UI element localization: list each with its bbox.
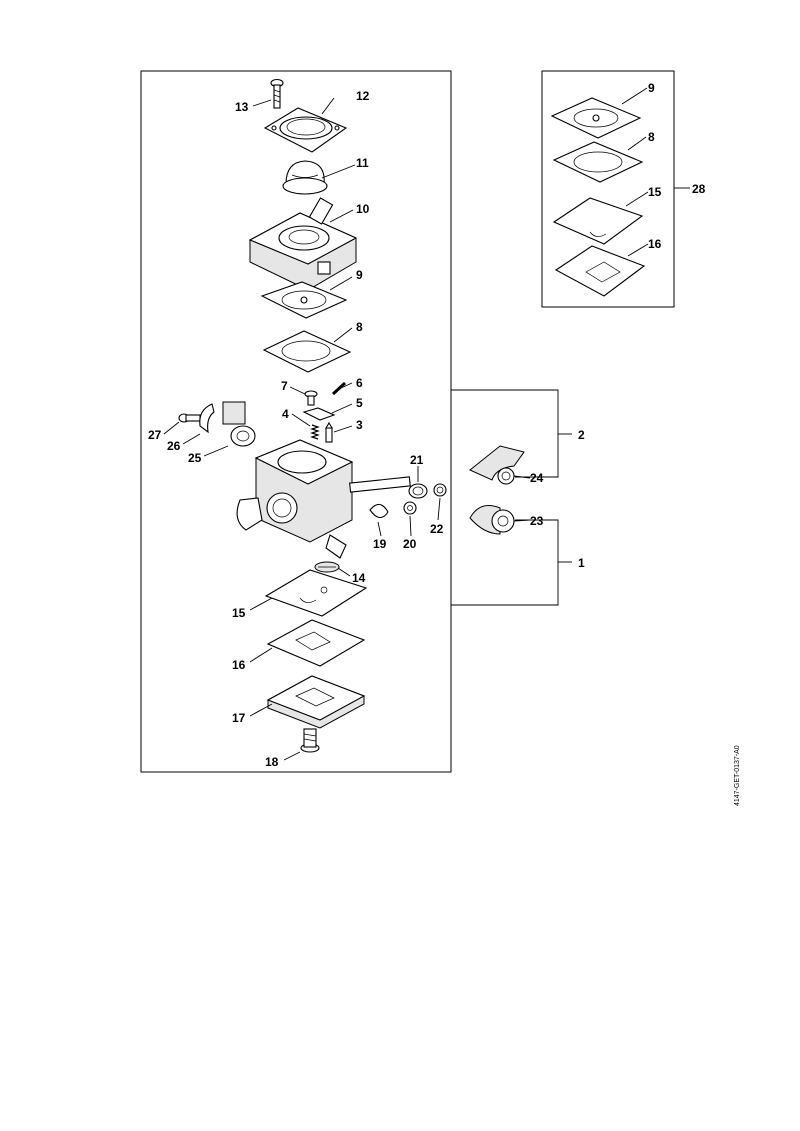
- gasket-8: [262, 330, 352, 373]
- kit-diaphragm-9: [550, 97, 642, 139]
- callout-23: 23: [530, 514, 544, 528]
- callout-17: 17: [232, 711, 246, 725]
- ring-22: [433, 483, 447, 497]
- screw-18: [300, 728, 320, 753]
- nut-20: [403, 501, 417, 515]
- diaphragm-9: [260, 281, 348, 319]
- primer-bulb-11: [282, 160, 328, 195]
- kit-diaphragm-16: [554, 245, 646, 297]
- callout-26: 26: [167, 439, 181, 453]
- carburetor-body: [236, 439, 411, 559]
- callout-1: 1: [578, 556, 585, 570]
- callout-2: 2: [578, 428, 585, 442]
- callout-27: 27: [148, 428, 162, 442]
- callout-4: 4: [282, 407, 289, 421]
- screw-13: [270, 78, 284, 109]
- bracket-1: [451, 519, 559, 606]
- lever-24: [469, 445, 525, 485]
- callout-16: 16: [232, 658, 246, 672]
- callout-10: 10: [356, 202, 370, 216]
- pump-housing-10: [248, 197, 358, 291]
- cover-17: [266, 675, 366, 729]
- repair-kit-frame: [541, 70, 675, 308]
- callout-12: 12: [356, 89, 370, 103]
- callout-19: 19: [373, 537, 387, 551]
- callout-5: 5: [356, 396, 363, 410]
- needle-3: [325, 421, 333, 443]
- bracket-2: [451, 389, 559, 478]
- kit-callout-16: 16: [648, 237, 662, 251]
- screw-27: [178, 413, 201, 423]
- callout-21: 21: [410, 453, 424, 467]
- callout-28: 28: [692, 182, 706, 196]
- main-assembly-frame: [140, 70, 452, 773]
- callout-20: 20: [403, 537, 417, 551]
- callout-14: 14: [352, 571, 366, 585]
- callout-15: 15: [232, 606, 246, 620]
- kit-callout-8: 8: [648, 130, 655, 144]
- screen-14: [314, 561, 340, 573]
- spring-21: [408, 483, 428, 499]
- callout-18: 18: [265, 755, 279, 769]
- callout-6: 6: [356, 376, 363, 390]
- kit-gasket-15: [552, 197, 644, 245]
- callout-7: 7: [281, 379, 288, 393]
- callout-3: 3: [356, 418, 363, 432]
- kit-callout-15: 15: [648, 185, 662, 199]
- gasket-15: [264, 569, 368, 617]
- solenoid-25: [222, 401, 256, 447]
- callout-11: 11: [356, 156, 369, 170]
- lever-23: [469, 505, 515, 535]
- kit-callout-9: 9: [648, 81, 655, 95]
- callout-8: 8: [356, 320, 363, 334]
- callout-25: 25: [188, 451, 202, 465]
- screw-7: [304, 390, 318, 406]
- lever-5: [302, 407, 336, 421]
- cover-12: [263, 107, 348, 153]
- leader-lines: [163, 87, 649, 761]
- callout-22: 22: [430, 522, 444, 536]
- callout-24: 24: [530, 471, 544, 485]
- diaphragm-16: [266, 619, 366, 667]
- callout-13: 13: [235, 100, 249, 114]
- callout-9: 9: [356, 268, 363, 282]
- document-id: 4147-GET-0137-A0: [734, 745, 741, 806]
- clip-26: [199, 403, 215, 434]
- pin-6: [331, 381, 347, 396]
- bushing-19: [369, 503, 389, 519]
- spring-4: [310, 424, 320, 440]
- kit-gasket-8: [552, 141, 644, 183]
